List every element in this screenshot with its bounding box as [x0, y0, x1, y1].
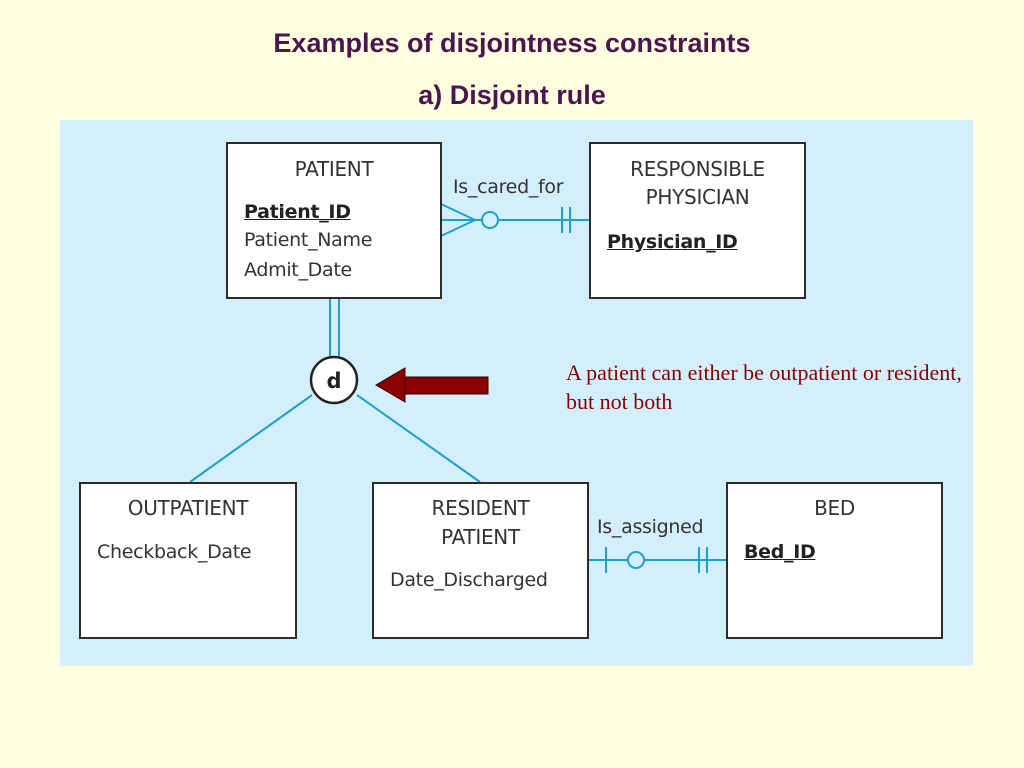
- subtype-line-resident: [356, 394, 481, 483]
- arrow-left-icon: [375, 367, 489, 403]
- many-crowsfoot-icon: [440, 203, 476, 221]
- slide-title: Examples of disjointness constraints: [273, 28, 751, 58]
- many-crowsfoot-lower: [440, 219, 476, 237]
- entity-patient: PATIENT Patient_ID Patient_Name Admit_Da…: [226, 142, 442, 299]
- disjoint-circle-icon: [309, 355, 359, 405]
- entity-outpatient: OUTPATIENT Checkback_Date: [79, 482, 297, 639]
- entity-name-line-1: RESIDENT: [431, 496, 530, 520]
- disjoint-note: A patient can either be outpatient or re…: [566, 360, 962, 414]
- relationship-label-is-cared-for: Is_cared_for: [453, 176, 564, 198]
- entity-name: OUTPATIENT: [127, 496, 249, 520]
- primary-key: Patient_ID: [244, 201, 351, 223]
- optional-circle-icon: [481, 211, 499, 229]
- entity-responsible-physician: RESPONSIBLE PHYSICIAN Physician_ID: [589, 142, 806, 299]
- optional-circle-bed-icon: [627, 551, 645, 569]
- entity-name: BED: [814, 496, 855, 520]
- attribute: Admit_Date: [244, 259, 352, 281]
- relationship-label-is-assigned: Is_assigned: [597, 516, 704, 538]
- primary-key: Physician_ID: [607, 231, 738, 253]
- entity-name-line-1: RESPONSIBLE: [630, 157, 765, 181]
- attribute: Checkback_Date: [97, 541, 252, 563]
- entity-name: PATIENT: [294, 157, 374, 181]
- entity-name-line-2: PHYSICIAN: [645, 185, 750, 209]
- attribute: Patient_Name: [244, 229, 373, 251]
- entity-name-line-2: PATIENT: [441, 525, 520, 549]
- slide-subtitle: a) Disjoint rule: [418, 80, 606, 110]
- subtype-line-outpatient: [189, 394, 313, 483]
- entity-bed: BED Bed_ID: [726, 482, 943, 639]
- disjoint-symbol: d: [326, 369, 341, 393]
- attribute: Date_Discharged: [390, 569, 548, 591]
- primary-key: Bed_ID: [744, 541, 816, 563]
- entity-resident-patient: RESIDENT PATIENT Date_Discharged: [372, 482, 589, 639]
